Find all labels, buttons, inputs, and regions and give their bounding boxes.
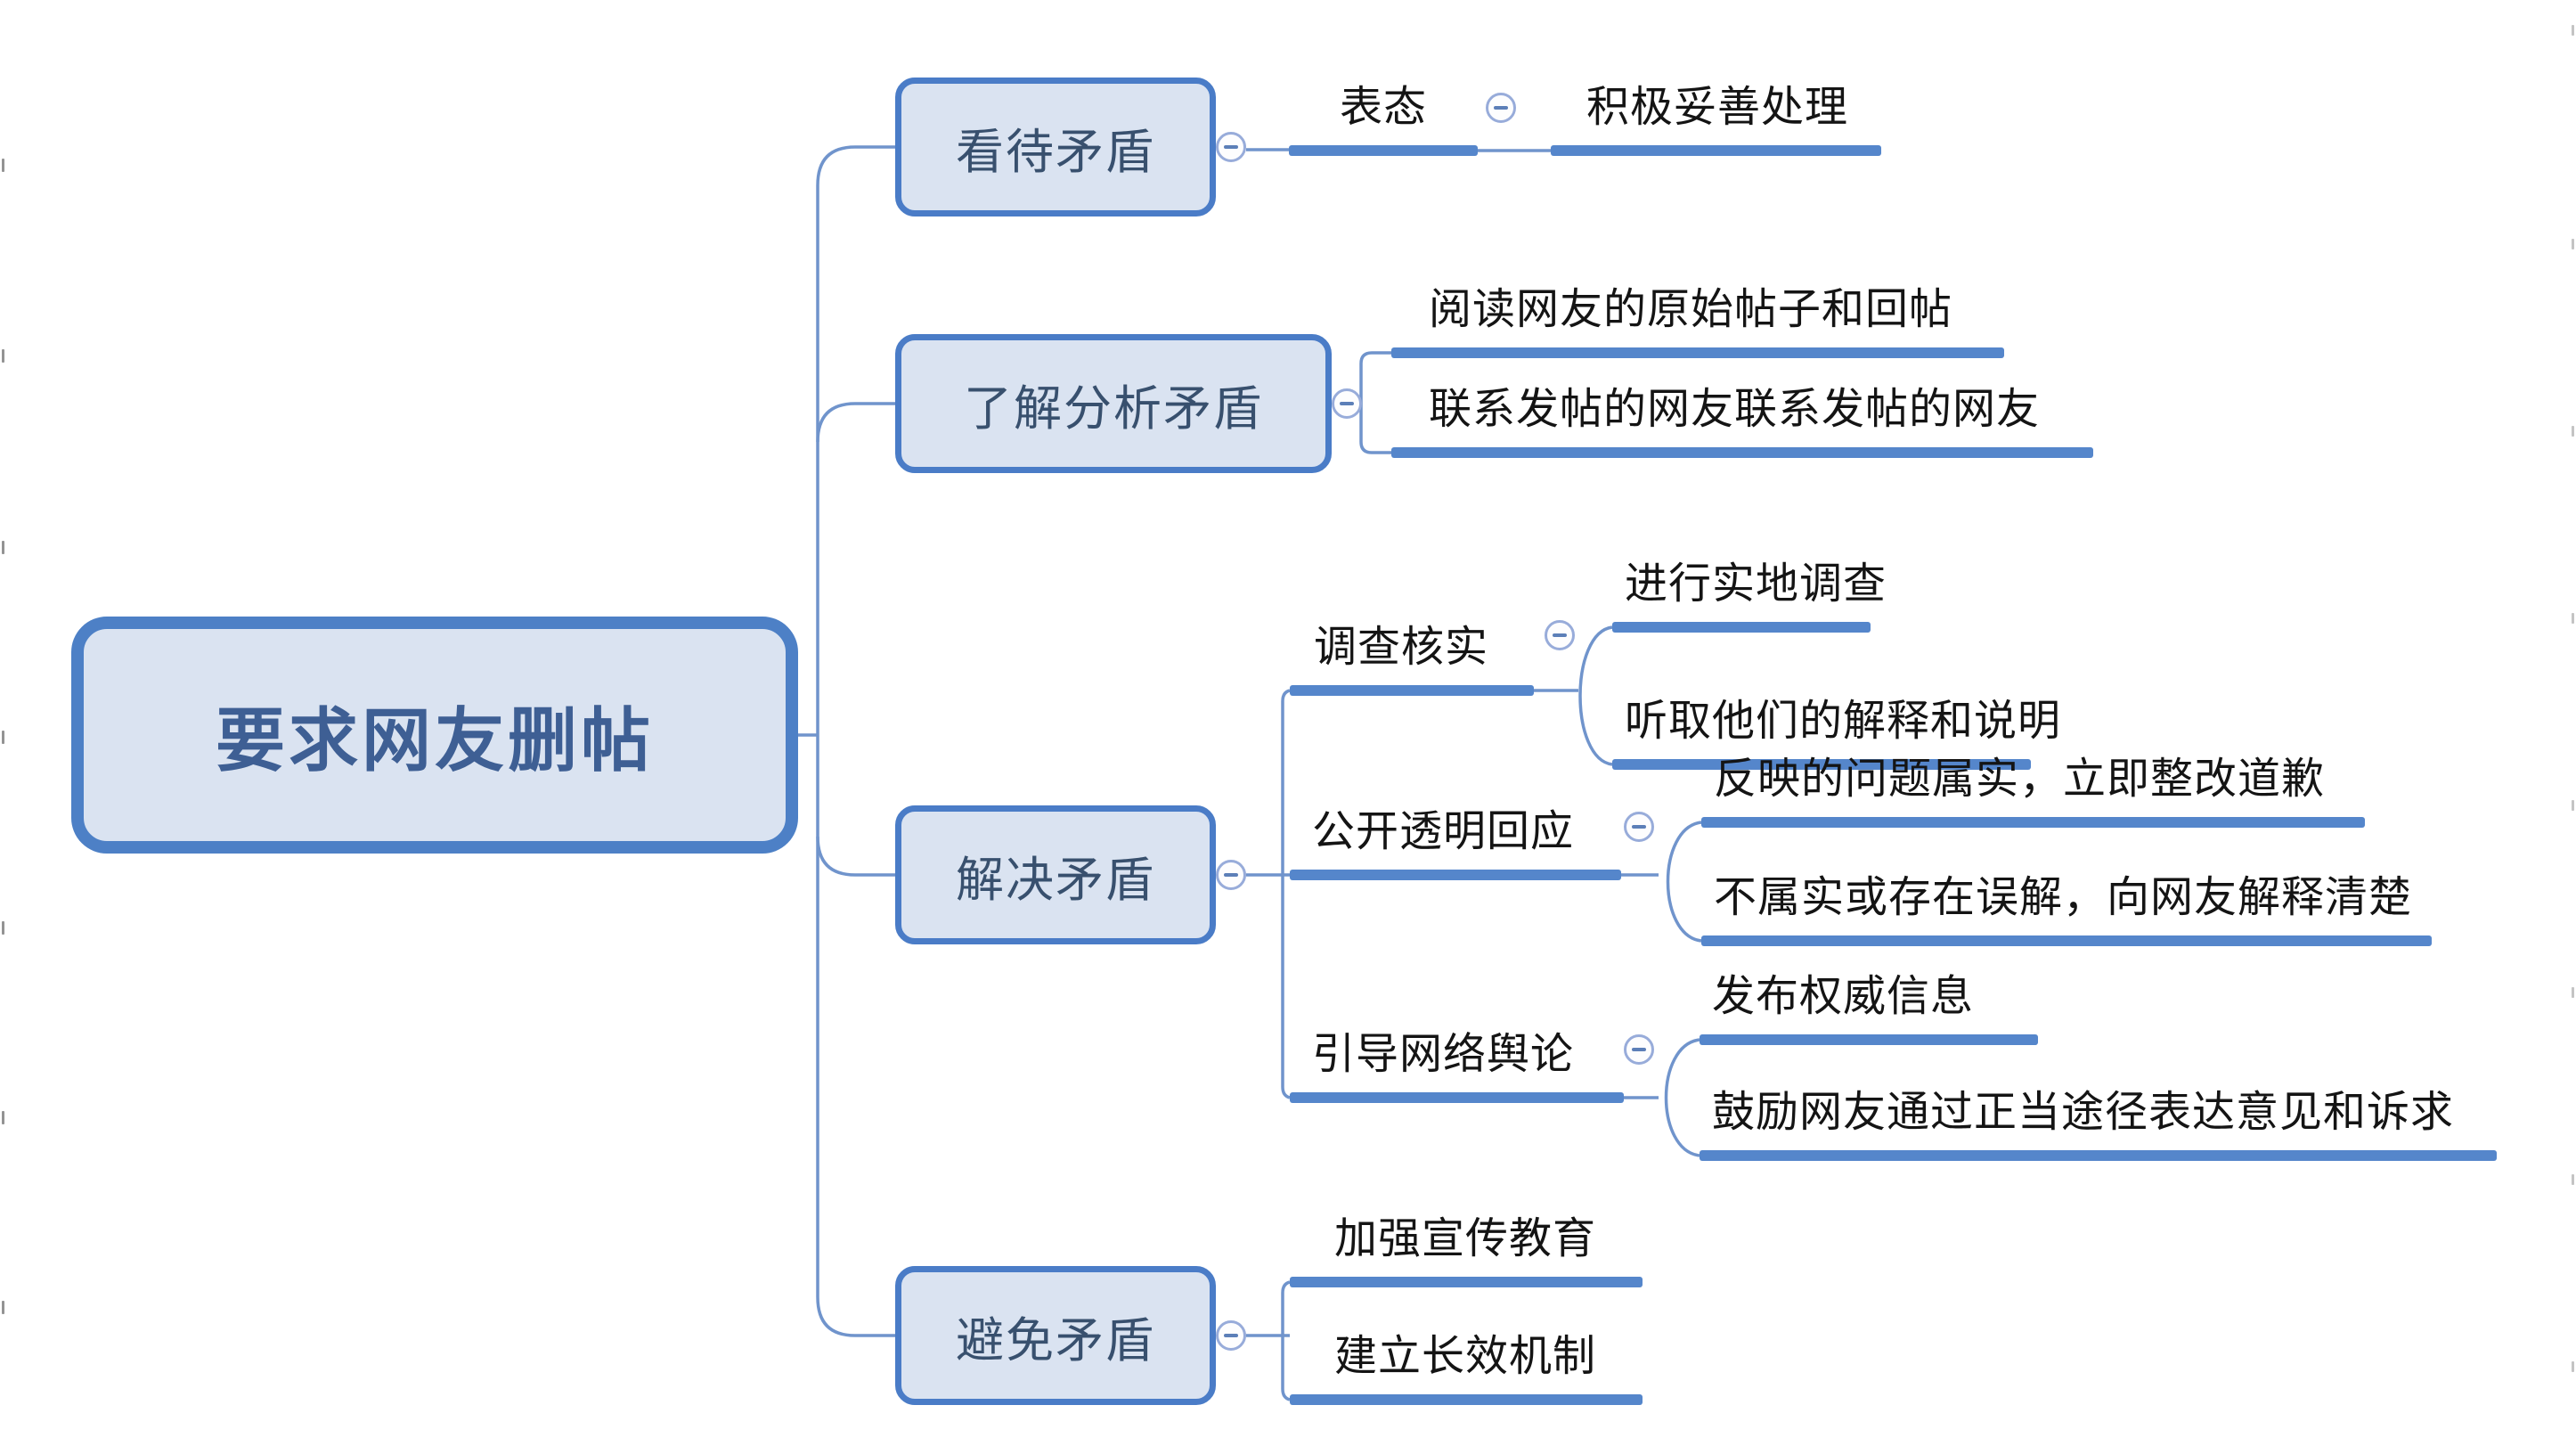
branch-4-label: 避免矛盾 xyxy=(956,1311,1155,1368)
subtopic-label: 反映的问题属实，立即整改道歉 xyxy=(1714,754,2326,804)
subtopic-label: 建立长效机制 xyxy=(1334,1331,1597,1381)
connector-branch-1 xyxy=(816,145,895,186)
topic-underline xyxy=(1290,1277,1643,1287)
minus-dash-icon xyxy=(1632,1048,1646,1051)
subtopic-guli-biaoda[interactable]: 鼓励网友通过正当途径表达意见和诉求 xyxy=(1700,1088,2497,1161)
subtopic-jiji-chuli[interactable]: 积极妥善处理 xyxy=(1551,83,1881,156)
subtopic-diaocha-heshi[interactable]: 调查核实 xyxy=(1290,623,1534,696)
topic-underline xyxy=(1290,1394,1643,1405)
central-topic-label: 要求网友删帖 xyxy=(215,701,654,781)
topic-underline xyxy=(1290,870,1621,880)
subtopic-quanwei-xinxi[interactable]: 发布权威信息 xyxy=(1700,972,2038,1045)
minus-dash-icon xyxy=(1224,873,1238,877)
subtopic-label: 进行实地调查 xyxy=(1625,559,1887,609)
topic-underline xyxy=(1290,1092,1624,1103)
subtopic-label: 不属实或存在误解，向网友解释清楚 xyxy=(1714,872,2413,922)
subtopic-yuedu-tiezi[interactable]: 阅读网友的原始帖子和回帖 xyxy=(1391,285,2004,358)
subtopic-yindao-yulun[interactable]: 引导网络舆论 xyxy=(1290,1030,1624,1103)
topic-underline xyxy=(1612,622,1871,633)
subtopic-shidi-diaocha[interactable]: 进行实地调查 xyxy=(1612,559,1887,633)
topic-underline xyxy=(1700,1034,2038,1045)
connector-branch-3 xyxy=(816,836,895,877)
connector-jiejue-bracket xyxy=(1246,689,1291,1099)
connector-bimian-bracket xyxy=(1246,1280,1291,1401)
connector-gongkai-curly xyxy=(1621,821,1702,943)
edge-tick-mark xyxy=(2,349,4,363)
subtopic-xuanchuan-jiaoyu[interactable]: 加强宣传教育 xyxy=(1290,1214,1643,1287)
collapse-icon-branch-2[interactable] xyxy=(1332,388,1362,419)
minus-dash-icon xyxy=(1224,145,1238,149)
connector-root-trunk xyxy=(798,185,819,1297)
edge-tick-mark xyxy=(2,159,4,172)
topic-underline xyxy=(1391,347,2004,358)
edge-tick-mark xyxy=(2572,1361,2574,1372)
subtopic-tingqu-jieshi[interactable]: 听取他们的解释和说明 xyxy=(1612,696,2062,770)
branch-node-4[interactable]: 避免矛盾 xyxy=(895,1266,1216,1405)
edge-tick-mark xyxy=(2,921,4,935)
branch-node-2[interactable]: 了解分析矛盾 xyxy=(895,334,1332,473)
subtopic-label: 表态 xyxy=(1339,82,1427,132)
edge-tick-mark xyxy=(2572,1174,2574,1185)
subtopic-gongkai-huiying[interactable]: 公开透明回应 xyxy=(1290,807,1621,880)
subtopic-label: 积极妥善处理 xyxy=(1586,82,1849,132)
collapse-icon-branch-4[interactable] xyxy=(1216,1320,1246,1351)
collapse-icon-diaocha[interactable] xyxy=(1545,620,1575,650)
subtopic-label: 加强宣传教育 xyxy=(1334,1213,1597,1263)
edge-tick-mark xyxy=(2572,25,2574,36)
connector-branch-4 xyxy=(816,1296,895,1337)
subtopic-changxiao-jizhi[interactable]: 建立长效机制 xyxy=(1290,1332,1643,1405)
edge-tick-mark xyxy=(2572,800,2574,811)
branch-3-label: 解决矛盾 xyxy=(956,851,1155,908)
subtopic-label: 公开透明回应 xyxy=(1312,806,1575,856)
subtopic-bushushi-jieshi[interactable]: 不属实或存在误解，向网友解释清楚 xyxy=(1701,873,2432,946)
connector-yindao-curly xyxy=(1624,1038,1700,1157)
subtopic-label: 发布权威信息 xyxy=(1712,971,1975,1021)
edge-tick-mark xyxy=(2572,239,2574,249)
branch-2-label: 了解分析矛盾 xyxy=(964,380,1263,437)
connector-diaocha-curly xyxy=(1534,625,1613,766)
subtopic-wenti-shushi[interactable]: 反映的问题属实，立即整改道歉 xyxy=(1701,755,2365,828)
central-topic-node[interactable]: 要求网友删帖 xyxy=(71,617,798,854)
subtopic-label: 阅读网友的原始帖子和回帖 xyxy=(1429,284,1953,334)
minus-dash-icon xyxy=(1632,825,1646,829)
edge-tick-mark xyxy=(2,1111,4,1124)
subtopic-label: 听取他们的解释和说明 xyxy=(1625,696,2062,746)
subtopic-label: 鼓励网友通过正当途径表达意见和诉求 xyxy=(1712,1087,2455,1137)
topic-underline xyxy=(1391,447,2093,458)
edge-tick-mark xyxy=(2,731,4,744)
topic-underline xyxy=(1700,1150,2497,1161)
connector-biaotai xyxy=(1246,148,1551,152)
topic-underline xyxy=(1551,145,1881,156)
edge-tick-mark xyxy=(2572,987,2574,998)
collapse-icon-gongkai[interactable] xyxy=(1624,812,1654,842)
subtopic-label: 联系发帖的网友联系发帖的网友 xyxy=(1429,384,2041,434)
subtopic-label: 调查核实 xyxy=(1314,622,1489,672)
collapse-icon-yindao[interactable] xyxy=(1624,1034,1654,1065)
connector-branch-2 xyxy=(816,402,895,443)
branch-node-3[interactable]: 解决矛盾 xyxy=(895,805,1216,944)
edge-tick-mark xyxy=(2,1301,4,1314)
minus-dash-icon xyxy=(1340,402,1354,405)
subtopic-label: 引导网络舆论 xyxy=(1312,1029,1575,1079)
subtopic-biaotai[interactable]: 表态 xyxy=(1289,83,1478,156)
minus-dash-icon xyxy=(1494,106,1508,110)
branch-1-label: 看待矛盾 xyxy=(956,123,1155,180)
topic-underline xyxy=(1289,145,1478,156)
collapse-icon-branch-1[interactable] xyxy=(1216,132,1246,162)
collapse-icon-biaotai[interactable] xyxy=(1486,93,1516,123)
branch-node-1[interactable]: 看待矛盾 xyxy=(895,78,1216,216)
topic-underline xyxy=(1701,817,2365,828)
minus-dash-icon xyxy=(1224,1334,1238,1337)
topic-underline xyxy=(1612,759,2031,770)
edge-tick-mark xyxy=(2572,613,2574,624)
topic-underline xyxy=(1701,935,2432,946)
topic-underline xyxy=(1290,685,1534,696)
minus-dash-icon xyxy=(1553,633,1567,637)
edge-tick-mark xyxy=(2,541,4,554)
collapse-icon-branch-3[interactable] xyxy=(1216,860,1246,890)
connector-liaojie-bracket xyxy=(1359,351,1391,454)
subtopic-lianxi-wangyou[interactable]: 联系发帖的网友联系发帖的网友 xyxy=(1391,385,2093,458)
edge-tick-mark xyxy=(2572,426,2574,437)
